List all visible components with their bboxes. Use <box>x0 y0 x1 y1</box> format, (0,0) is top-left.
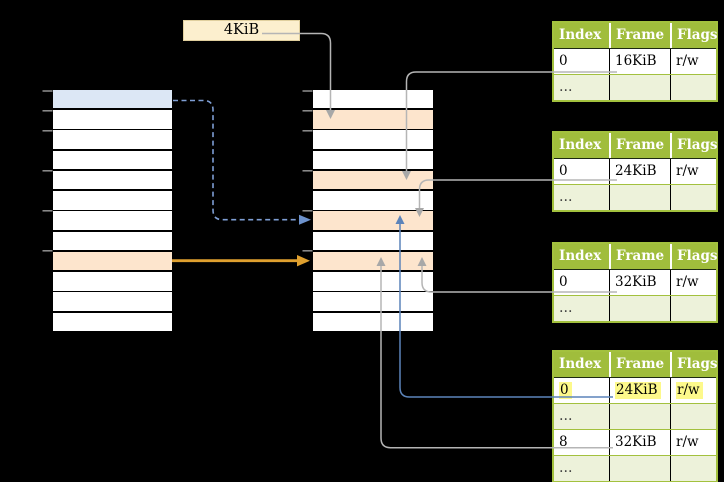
header-index: Index <box>559 137 602 153</box>
cell-index: … <box>559 189 573 205</box>
table-row: 8 32KiB r/w <box>554 429 716 455</box>
virtual-page-row <box>53 251 172 271</box>
physical-frame-row <box>313 191 433 210</box>
cell-index: … <box>559 408 573 424</box>
table-row-ellipsis: … <box>554 184 716 210</box>
cell-frame <box>609 456 670 481</box>
table-row-ellipsis: … <box>554 455 716 481</box>
header-index: Index <box>559 356 602 372</box>
virtual-page-row <box>53 231 172 251</box>
cell-frame: 32KiB <box>609 430 670 455</box>
virtual-page-row <box>53 110 172 129</box>
header-frame: Frame <box>609 133 670 158</box>
cell-frame: 32KiB <box>609 270 670 295</box>
header-index: Index <box>559 27 602 43</box>
virtual-page-row <box>53 130 172 149</box>
header-flags: Flags <box>670 133 718 158</box>
physical-frame-row <box>313 251 433 271</box>
cell-index: 0 <box>554 378 609 403</box>
physical-frame-row <box>313 312 433 332</box>
header-index: Index <box>559 248 602 264</box>
table-row: 0 24KiB r/w <box>554 159 716 184</box>
virtual-page-row <box>53 211 172 230</box>
physical-frame-row <box>313 211 433 230</box>
cell-frame <box>609 296 670 321</box>
cell-frame <box>609 75 670 100</box>
cell-index: … <box>559 300 573 316</box>
frame-size-callout: 4KiB <box>183 20 300 41</box>
page-table-bottom: Index Frame Flags 0 24KiB r/w … 8 32KiB … <box>552 350 718 482</box>
table-header: Index Frame Flags <box>554 23 718 49</box>
cell-flags <box>670 185 716 210</box>
cell-frame: 24KiB <box>609 159 670 184</box>
cell-index: … <box>559 79 573 95</box>
physical-frame-row <box>313 292 433 311</box>
physical-frame-row <box>313 90 433 109</box>
page-table-32kib: Index Frame Flags 0 32KiB r/w … <box>552 242 718 323</box>
header-frame: Frame <box>609 23 670 48</box>
header-flags: Flags <box>670 244 718 269</box>
arrow-orange-page-to-frame <box>172 255 310 267</box>
cell-frame <box>609 185 670 210</box>
virtual-memory-column <box>53 90 172 332</box>
cell-flags: r/w <box>670 378 716 403</box>
virtual-page-row <box>53 90 172 109</box>
physical-frame-row <box>313 110 433 129</box>
header-frame: Frame <box>609 244 670 269</box>
cell-index: 0 <box>559 163 568 179</box>
header-frame: Frame <box>609 352 670 377</box>
physical-frame-row <box>313 130 433 149</box>
cell-flags <box>670 296 716 321</box>
cell-index: 0 <box>559 274 568 290</box>
table-row: 0 32KiB r/w <box>554 270 716 295</box>
cell-flags: r/w <box>670 270 716 295</box>
cell-flags: r/w <box>670 159 716 184</box>
virtual-page-row <box>53 170 172 190</box>
cell-flags: r/w <box>670 430 716 455</box>
header-flags: Flags <box>670 23 718 48</box>
page-table-16kib: Index Frame Flags 0 16KiB r/w … <box>552 21 718 102</box>
virtual-page-row <box>53 272 172 291</box>
physical-frame-row <box>313 170 433 190</box>
physical-memory-column <box>313 90 433 332</box>
table-header: Index Frame Flags <box>554 244 718 270</box>
physical-frame-row <box>313 272 433 291</box>
cell-flags <box>670 456 716 481</box>
arrow-blue-dashed-page-to-frame <box>173 99 311 225</box>
cell-index: 0 <box>559 53 568 69</box>
table-row-ellipsis: … <box>554 403 716 429</box>
header-flags: Flags <box>670 352 718 377</box>
physical-frame-row <box>313 231 433 251</box>
table-row-highlighted: 0 24KiB r/w <box>554 378 716 403</box>
cell-flags <box>670 404 716 429</box>
cell-frame: 16KiB <box>609 49 670 74</box>
virtual-page-row <box>53 191 172 210</box>
cell-frame <box>609 404 670 429</box>
virtual-page-row <box>53 312 172 332</box>
highlight: 24KiB <box>615 382 661 399</box>
cell-flags: r/w <box>670 49 716 74</box>
page-table-24kib: Index Frame Flags 0 24KiB r/w … <box>552 131 718 212</box>
highlight: r/w <box>676 382 703 399</box>
cell-frame: 24KiB <box>609 378 670 403</box>
table-header: Index Frame Flags <box>554 133 718 159</box>
table-row-ellipsis: … <box>554 74 716 100</box>
table-row: 0 16KiB r/w <box>554 49 716 74</box>
virtual-page-row <box>53 292 172 311</box>
highlight: 0 <box>559 382 572 399</box>
cell-index: … <box>559 460 573 476</box>
physical-frame-row <box>313 150 433 170</box>
cell-index: 8 <box>559 434 568 450</box>
table-row-ellipsis: … <box>554 295 716 321</box>
cell-flags <box>670 75 716 100</box>
virtual-page-row <box>53 150 172 170</box>
table-header: Index Frame Flags <box>554 352 718 378</box>
